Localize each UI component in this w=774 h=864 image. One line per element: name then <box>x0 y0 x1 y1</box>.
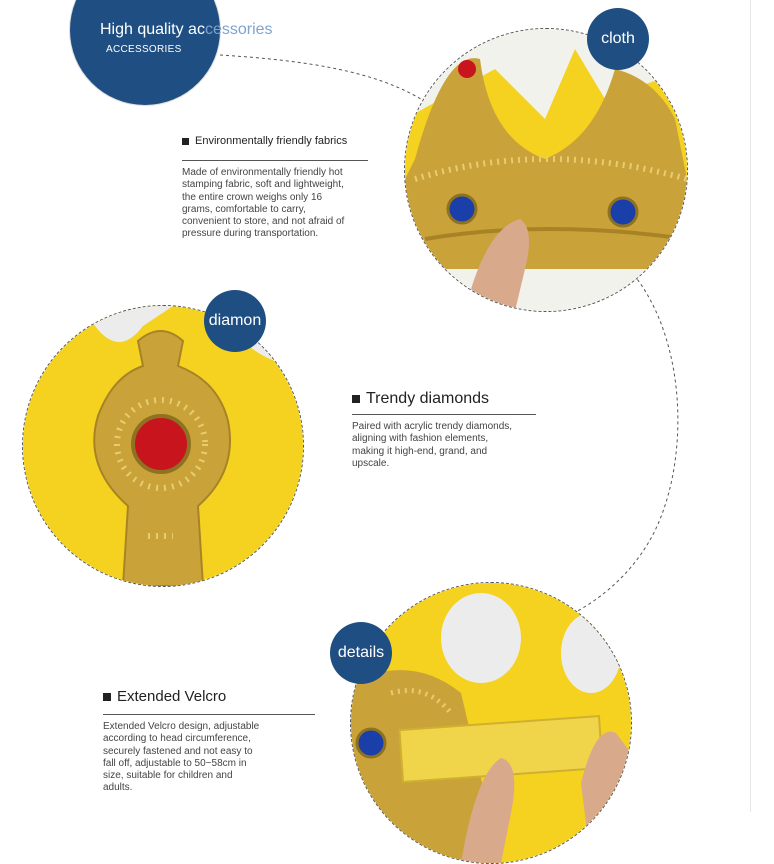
feature-divider <box>103 714 315 715</box>
badge-cloth: cloth <box>587 8 649 70</box>
bullet-square <box>352 395 360 403</box>
hero-title: High quality accessories <box>100 21 273 38</box>
feature-title: Extended Velcro <box>117 688 227 705</box>
feature-body: Paired with acrylic trendy diamonds, ali… <box>352 421 513 469</box>
feature-diamonds: Trendy diamonds Paired with acrylic tren… <box>352 390 536 470</box>
hero-subtitle: ACCESSORIES <box>106 44 182 55</box>
connector-line-hero <box>219 54 431 106</box>
crown-photo-diamond <box>22 305 304 587</box>
feature-fabrics: Environmentally friendly fabrics Made of… <box>182 135 368 241</box>
feature-title: Environmentally friendly fabrics <box>195 135 348 147</box>
feature-velcro: Extended Velcro Extended Velcro design, … <box>103 688 315 795</box>
bullet-square <box>182 137 189 145</box>
bullet-square <box>103 692 111 701</box>
badge-details: details <box>330 622 392 684</box>
page-edge-divider <box>750 0 751 812</box>
feature-title: Trendy diamonds <box>366 390 490 407</box>
crown-photo-cloth <box>404 28 688 312</box>
badge-diamond: diamon <box>204 290 266 352</box>
crown-photo-details <box>350 582 632 864</box>
feature-divider <box>352 414 536 415</box>
feature-body: Made of environmentally friendly hot sta… <box>182 167 345 240</box>
connector-line-right <box>569 269 679 616</box>
feature-body: Extended Velcro design, adjustable accor… <box>103 721 260 794</box>
feature-divider <box>182 160 368 161</box>
